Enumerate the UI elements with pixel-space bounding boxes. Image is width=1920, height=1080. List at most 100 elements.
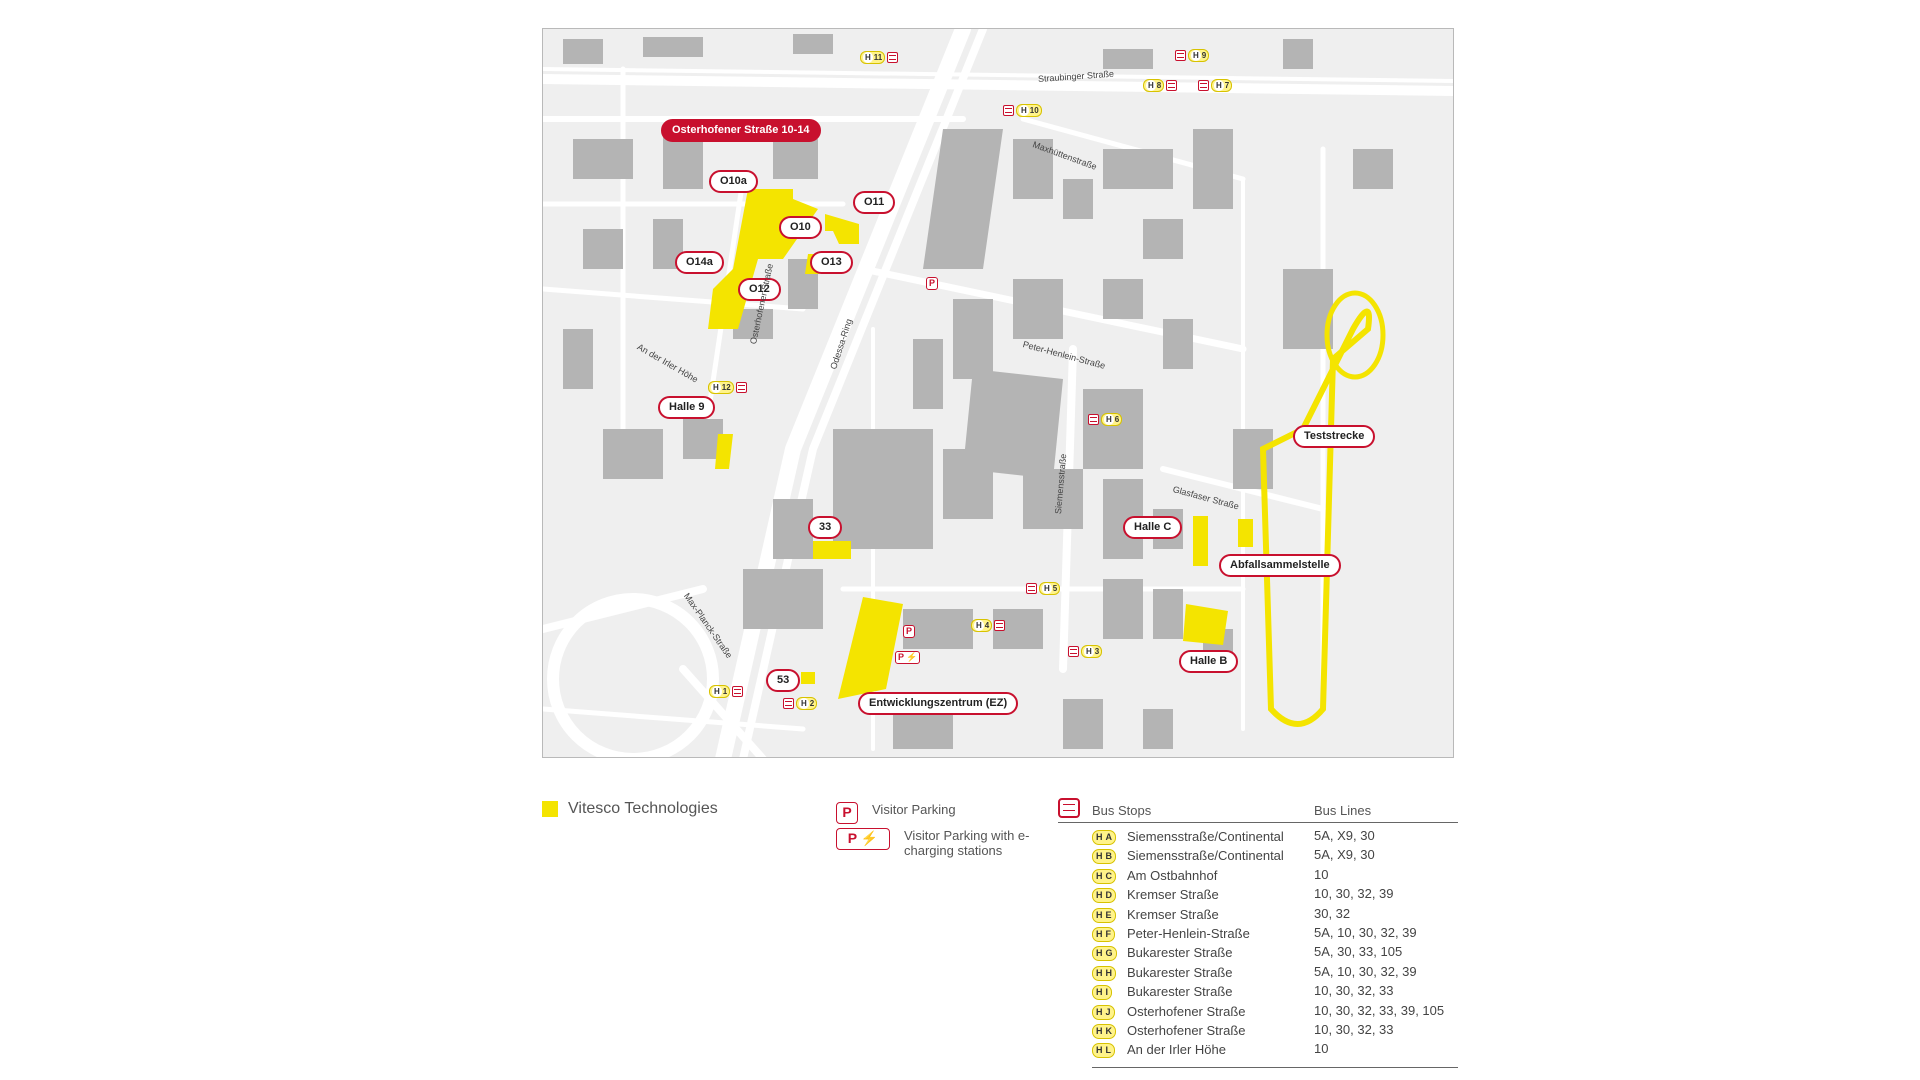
building-o12-label[interactable]: O12 [738,278,781,301]
legend-visitor-parking-charging: P ⚡ Visitor Parking with e-charging stat… [836,828,1044,858]
osterhofener-strasse-label[interactable]: Osterhofener Straße 10-14 [661,119,821,142]
bus-icon [735,382,747,393]
visitor-parking-marker[interactable]: P [926,277,939,290]
halle-9-label[interactable]: Halle 9 [658,396,716,419]
bus-stop-name: An der Irler Höhe [1127,1042,1226,1058]
bus-stop-name: Siemensstraße/Continental [1127,829,1284,844]
e-charging-parking-marker[interactable]: P⚡ [895,651,921,664]
abfallsammelstelle-label[interactable]: Abfallsammelstelle [1219,554,1341,577]
entwicklungszentrum-label[interactable]: Entwicklungszentrum (EZ) [858,692,1019,715]
bus-stop-lines: 10, 30, 32, 33, 39, 105 [1314,1002,1445,1018]
buildings [563,34,1393,749]
bus-stop-name: Osterhofener Straße [1127,1003,1246,1019]
bus-stop-lines: 30, 32 [1314,905,1351,921]
bus-icon [1058,798,1080,818]
legend-visitor-parking: P Visitor Parking [836,802,956,824]
bus-stop-name: Kremser Straße [1127,887,1219,903]
test-track [1259,290,1386,727]
vitesco-swatch [542,801,558,817]
legend-vitesco: Vitesco Technologies [542,800,718,818]
bus-icon [1026,583,1037,594]
halle-c-label[interactable]: Halle C [1123,516,1183,539]
bus-stop-name: Bukarester Straße [1127,964,1233,980]
visitor-parking-charging-label: Visitor Parking with e-charging stations [904,828,1030,858]
bus-stop-lines: 5A, X9, 30 [1314,847,1375,863]
e-charging-parking-icon: P ⚡ [836,828,890,850]
bus-icon [1088,414,1099,425]
bus-icon [1166,80,1178,91]
bus-stop-name: Am Ostbahnhof [1127,867,1218,883]
bus-stop-lines: 5A, 30, 33, 105 [1314,944,1403,960]
legend-vitesco-label: Vitesco Technologies [568,800,718,817]
building-33-label[interactable]: 33 [808,516,843,539]
charging-car-icon: ⚡ [906,652,918,662]
bus-stop-lines: 10 [1314,866,1329,882]
bus-stop-lines: 5A, X9, 30 [1314,828,1375,843]
bus-lines-header: Bus Lines [1314,803,1372,818]
building-o13-label[interactable]: O13 [810,251,853,274]
bus-stop-name: Kremser Straße [1127,906,1219,922]
bus-icon [887,52,899,63]
bus-stop-name: Osterhofener Straße [1127,1022,1246,1038]
bus-stop-lines: 10, 30, 32, 39 [1314,886,1394,902]
bus-stop-lines: 5A, 10, 30, 32, 39 [1314,963,1417,979]
bus-stop-lines: 10 [1314,1041,1329,1057]
building-o10a-label[interactable]: O10a [709,170,758,193]
campus-map[interactable]: Osterhofener Straße 10-14 O10a O10 O11 O… [542,28,1454,758]
bus-icon [783,698,794,709]
bus-stop-name: Bukarester Straße [1127,945,1233,961]
bus-stop-lines: 10, 30, 32, 33 [1314,1021,1394,1037]
bus-icon [732,686,744,697]
bus-stop-name: Bukarester Straße [1127,984,1233,1000]
bus-icon [1198,80,1209,91]
bus-icon [994,620,1006,631]
teststrecke-label[interactable]: Teststrecke [1293,425,1376,448]
building-o10-label[interactable]: O10 [779,216,822,239]
bus-icon [1175,50,1186,61]
bus-icon [1068,646,1079,657]
bus-stop-lines: 10, 30, 32, 33 [1314,983,1394,999]
bus-stop-name: Peter-Henlein-Straße [1127,925,1250,941]
bus-stops-header: Bus Stops [1092,803,1152,818]
halle-b-label[interactable]: Halle B [1179,650,1239,673]
building-o14a-label[interactable]: O14a [675,251,724,274]
building-53-label[interactable]: 53 [766,669,801,692]
bus-stop-lines: 5A, 10, 30, 32, 39 [1314,924,1417,940]
building-o11-label[interactable]: O11 [853,191,896,214]
visitor-parking-marker[interactable]: P [903,625,916,638]
